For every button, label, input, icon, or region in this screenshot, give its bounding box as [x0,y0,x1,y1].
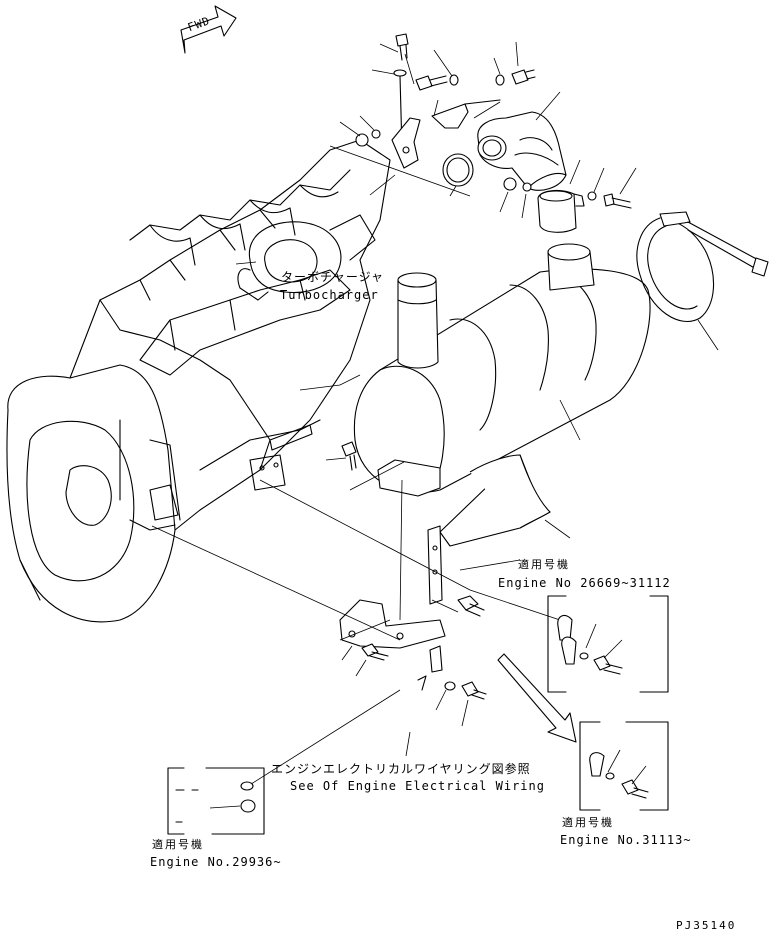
drawing-code: PJ35140 [676,919,737,932]
turbocharger-label-jp: ターボチャージャ [281,270,385,284]
applicable-c-jp: 適用号機 [562,816,614,829]
applicable-c-en: Engine No.31113~ [560,833,692,847]
wiring-note-en: See Of Engine Electrical Wiring [290,779,545,793]
applicable-b-jp: 適用号機 [152,838,204,851]
muffler [353,243,651,497]
detail-box-a [547,595,669,693]
detail-arrow-icon [497,653,577,743]
detail-box-b [167,767,265,835]
band-clamp [636,211,769,323]
heat-shield [439,454,551,547]
wiring-note-jp: エンジンエレクトリカルワイヤリング図参照 [271,762,531,776]
applicable-b-en: Engine No.29936~ [150,855,282,869]
applicable-a-jp: 適用号機 [518,558,570,571]
top-fasteners [355,33,536,169]
muffler-bracket [339,441,487,700]
turbocharger-label-en: Turbocharger [280,288,379,302]
fwd-arrow-icon [180,5,237,54]
engine-block [6,139,391,623]
elbow-pipe [442,111,632,233]
leader-lines [151,41,719,787]
detail-box-c [579,721,669,811]
applicable-a-en: Engine No 26669~31112 [498,576,671,590]
